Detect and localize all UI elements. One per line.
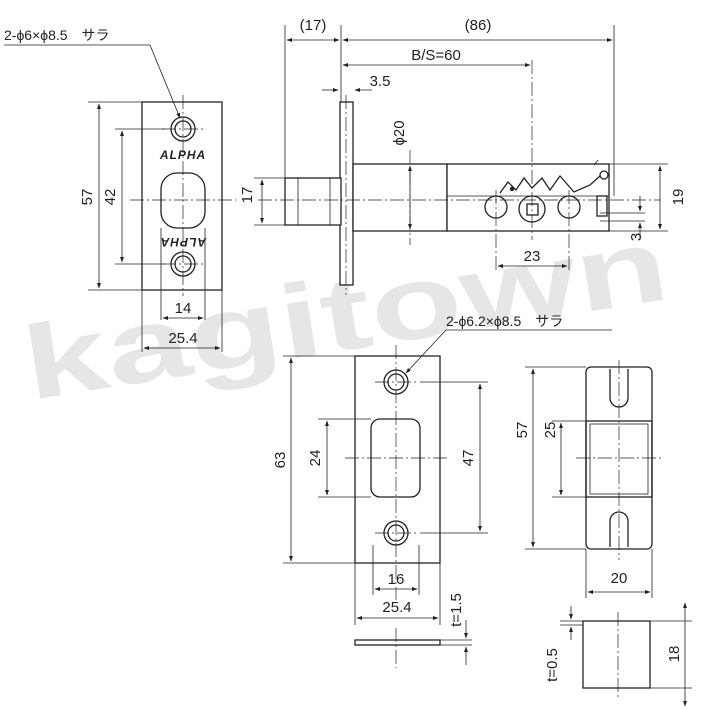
dim-17-bolt: 17 (239, 187, 256, 204)
dim-57-box: 57 (514, 422, 531, 439)
dim-20: 20 (611, 570, 628, 587)
dim-25-4-front: 25.4 (168, 330, 197, 347)
strike-plate (354, 355, 441, 564)
strike-plate-view: 63 24 47 16 25.4 2-ϕ6.2×ϕ8.5 サラ t=1.5 (272, 313, 612, 668)
dim-47: 47 (460, 450, 477, 467)
dim-18: 18 (666, 646, 683, 663)
dim-19: 19 (670, 189, 687, 206)
dim-16: 16 (388, 571, 405, 588)
arrow-icon (405, 329, 612, 374)
dim-25-box: 25 (542, 422, 559, 439)
latch-faceplate (141, 101, 223, 291)
hole-callout-front: 2-ϕ6×ϕ8.5 サラ (4, 27, 110, 43)
dim-backset: B/S=60 (411, 47, 461, 64)
latch-side-view: (17) (86) B/S=60 3.5 ϕ20 17 19 3 23 (239, 17, 687, 295)
hole-callout-strike: 2-ϕ6.2×ϕ8.5 サラ (446, 313, 563, 329)
dim-25-4-strike: 25.4 (382, 599, 411, 616)
dim-42: 42 (102, 189, 119, 206)
faceplate-side (339, 101, 354, 286)
dim-t-1-5: t=1.5 (448, 593, 465, 627)
arrow-icon (4, 44, 181, 119)
latch-bolt (284, 177, 342, 226)
box-side-section (582, 620, 651, 689)
strike-section (354, 639, 441, 646)
dim-17-overall: (17) (300, 17, 327, 34)
dim-86-overall: (86) (465, 17, 492, 34)
brand-label: ALPHA (159, 148, 206, 162)
dim-63: 63 (272, 452, 289, 469)
dim-23: 23 (524, 248, 541, 265)
dim-57-front: 57 (79, 189, 96, 206)
dim-bolt-dia: ϕ20 (391, 120, 408, 145)
box-slot-bottom (609, 511, 629, 547)
latch-body-cylinder (352, 163, 448, 232)
mechanism-housing (446, 163, 610, 232)
dim-24: 24 (307, 450, 324, 467)
latch-front-view: ALPHA ALPHA 57 42 14 25.4 2-ϕ6×ϕ8.5 サラ (4, 27, 236, 352)
dim-3-5: 3.5 (370, 73, 391, 90)
dim-14: 14 (175, 300, 192, 317)
box-strike-view: 57 25 20 18 t=0.5 (514, 360, 692, 707)
dim-t-0-5: t=0.5 (544, 648, 561, 682)
brand-label-mirrored: ALPHA (160, 235, 207, 249)
dim-3-offset: 3 (628, 233, 645, 241)
